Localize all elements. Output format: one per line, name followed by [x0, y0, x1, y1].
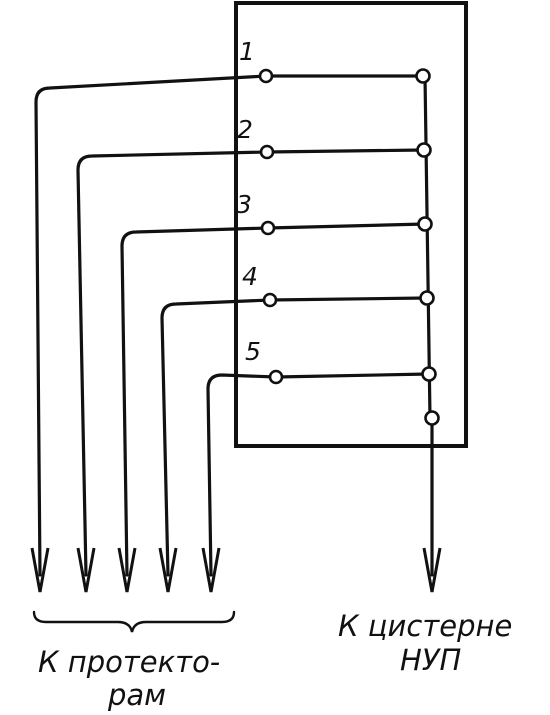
terminal-left-5 [268, 369, 284, 385]
terminal-left-2 [259, 144, 275, 160]
protector-caption-line-2: рам [107, 678, 166, 712]
terminal-right-4 [419, 290, 435, 306]
tank-caption-line-2: НУП [400, 643, 461, 677]
protector-caption-line-1: К протекто- [38, 645, 220, 679]
terminal-number-1: 1 [239, 37, 255, 66]
terminal-number-4: 4 [242, 262, 258, 291]
protector-brace [32, 610, 236, 633]
terminal-right-5 [421, 366, 437, 382]
terminal-left-3 [260, 220, 276, 236]
terminal-number-2: 2 [237, 115, 253, 144]
terminal-box [234, 1, 468, 448]
terminal-right-6 [424, 410, 440, 426]
wire-4 [158, 296, 429, 593]
wire-1 [30, 74, 425, 593]
wire-2 [76, 148, 425, 593]
tank-arrow [422, 547, 442, 593]
wire-3 [117, 222, 427, 593]
terminal-right-1 [415, 68, 431, 84]
terminal-right-3 [417, 216, 433, 232]
bus-bar [423, 74, 432, 420]
wire-5 [201, 372, 431, 593]
terminal-left-1 [258, 68, 274, 84]
terminal-right-2 [416, 142, 432, 158]
tank-caption-line-1: К цистерне [338, 609, 512, 643]
terminal-left-4 [262, 292, 278, 308]
terminal-number-3: 3 [236, 190, 252, 219]
terminal-number-5: 5 [245, 337, 261, 366]
